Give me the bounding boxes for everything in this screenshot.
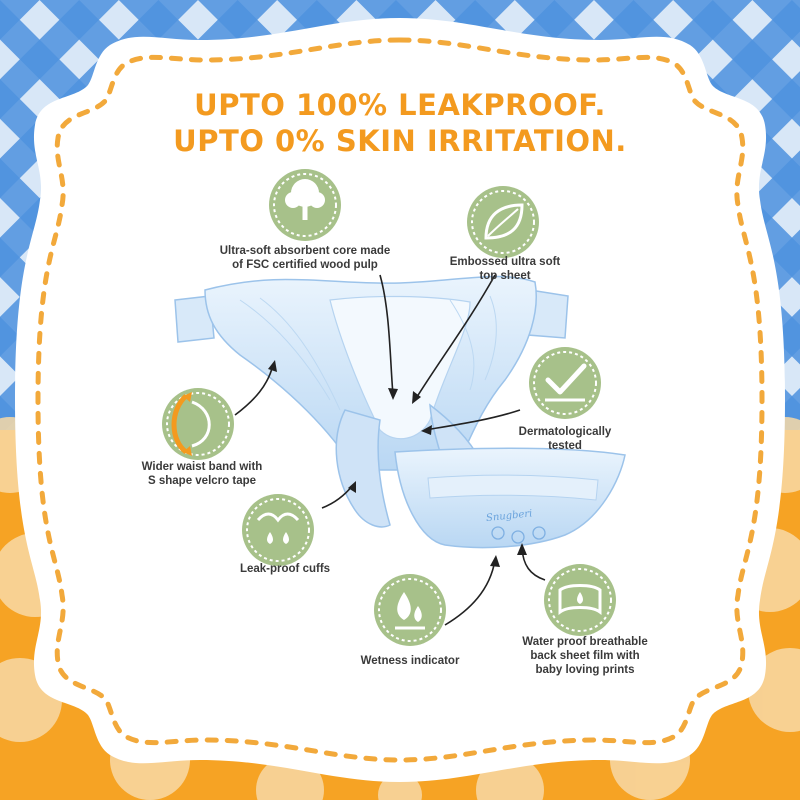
- feature-label-back-sheet: Water proof breathable back sheet film w…: [522, 636, 648, 676]
- headline-line-2: UPTO 0% SKIN IRRITATION.: [173, 124, 627, 158]
- wetness-drop-icon: [374, 574, 446, 646]
- feature-label-waist-band: Wider waist band with S shape velcro tap…: [141, 461, 263, 487]
- waterproof-sheet-icon: [544, 564, 616, 636]
- cuff-drops-icon: [242, 494, 314, 566]
- arrow-heads: [268, 360, 527, 567]
- leaf-icon: [467, 186, 539, 258]
- headline-line-1: UPTO 100% LEAKPROOF.: [194, 88, 606, 122]
- feature-label-wetness-indicator: Wetness indicator: [360, 655, 460, 667]
- feature-label-absorbent-core: Ultra-soft absorbent core made of FSC ce…: [219, 245, 391, 271]
- tree-icon: [269, 169, 341, 241]
- skin-check-icon: [529, 347, 601, 419]
- feature-label-leak-proof-cuffs: Leak-proof cuffs: [239, 563, 331, 575]
- feature-label-top-sheet: Embossed ultra soft top sheet: [449, 256, 561, 282]
- diaper-illustration: [174, 275, 626, 549]
- feature-label-dermatologically-tested: Dermatologically tested: [518, 426, 612, 452]
- dashed-border: [35, 37, 765, 763]
- waistband-icon: [162, 388, 234, 460]
